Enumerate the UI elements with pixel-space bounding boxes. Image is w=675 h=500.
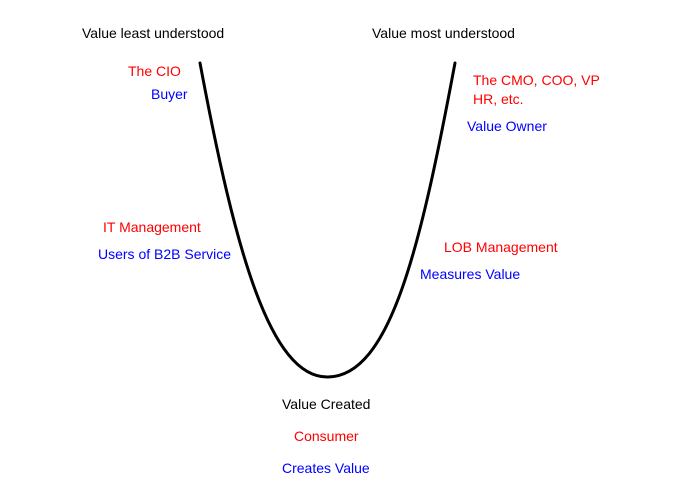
heading-value-least-understood: Value least understood — [82, 25, 225, 41]
function-creates-value: Creates Value — [282, 460, 370, 476]
role-cio: The CIO — [128, 63, 181, 79]
role-lob-management: LOB Management — [444, 239, 558, 255]
function-users-of-b2b-service: Users of B2B Service — [98, 246, 232, 262]
role-cmo-coo-vp: The CMO, COO, VP — [473, 72, 600, 88]
function-value-owner: Value Owner — [467, 118, 547, 134]
heading-value-created: Value Created — [282, 396, 371, 412]
function-measures-value: Measures Value — [420, 266, 521, 282]
role-it-management: IT Management — [103, 219, 201, 235]
heading-value-most-understood: Value most understood — [372, 25, 515, 41]
u-curve-line — [198, 61, 457, 379]
function-buyer: Buyer — [151, 86, 188, 102]
role-hr-etc: HR, etc. — [473, 91, 524, 107]
role-consumer: Consumer — [294, 428, 359, 444]
